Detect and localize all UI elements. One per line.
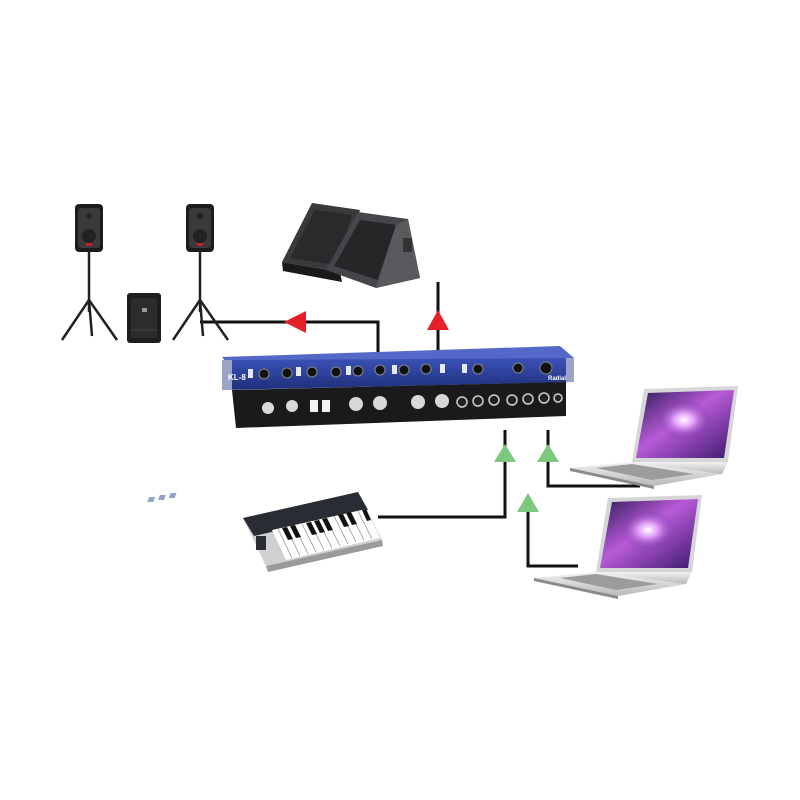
input-arrow-laptop-2 <box>517 493 539 512</box>
cable-from-laptop-2 <box>526 502 578 568</box>
cable-to-pa-speakers <box>200 320 380 352</box>
laptop-icon <box>534 495 702 599</box>
midi-keyboard-icon <box>147 492 383 572</box>
output-arrow-monitor <box>427 310 449 330</box>
tripod-stand-left <box>60 252 119 341</box>
input-arrow-keyboard <box>494 444 516 462</box>
brand-label: Radial <box>548 376 566 382</box>
laptop-top <box>570 386 738 489</box>
input-arrows <box>494 444 559 512</box>
rack-mixer: KL-8 Radial <box>222 346 574 428</box>
pa-speaker-left <box>60 204 119 341</box>
model-label: KL-8 <box>228 373 246 382</box>
laptop-icon <box>570 386 738 489</box>
output-arrow-pa <box>284 311 306 333</box>
input-arrow-laptop-1 <box>537 444 559 462</box>
pa-speaker-icon <box>186 204 214 252</box>
stage-monitor-icon <box>326 212 420 288</box>
output-arrows <box>284 310 449 333</box>
subwoofer-icon <box>127 293 161 343</box>
laptop-bottom <box>534 495 702 599</box>
tripod-stand-right <box>171 252 230 341</box>
stage-monitors <box>282 203 420 288</box>
pa-speaker-right <box>171 204 230 341</box>
cable-from-keyboard <box>378 430 507 519</box>
rack-mixer-icon <box>222 346 574 428</box>
pa-speaker-icon <box>75 204 103 252</box>
